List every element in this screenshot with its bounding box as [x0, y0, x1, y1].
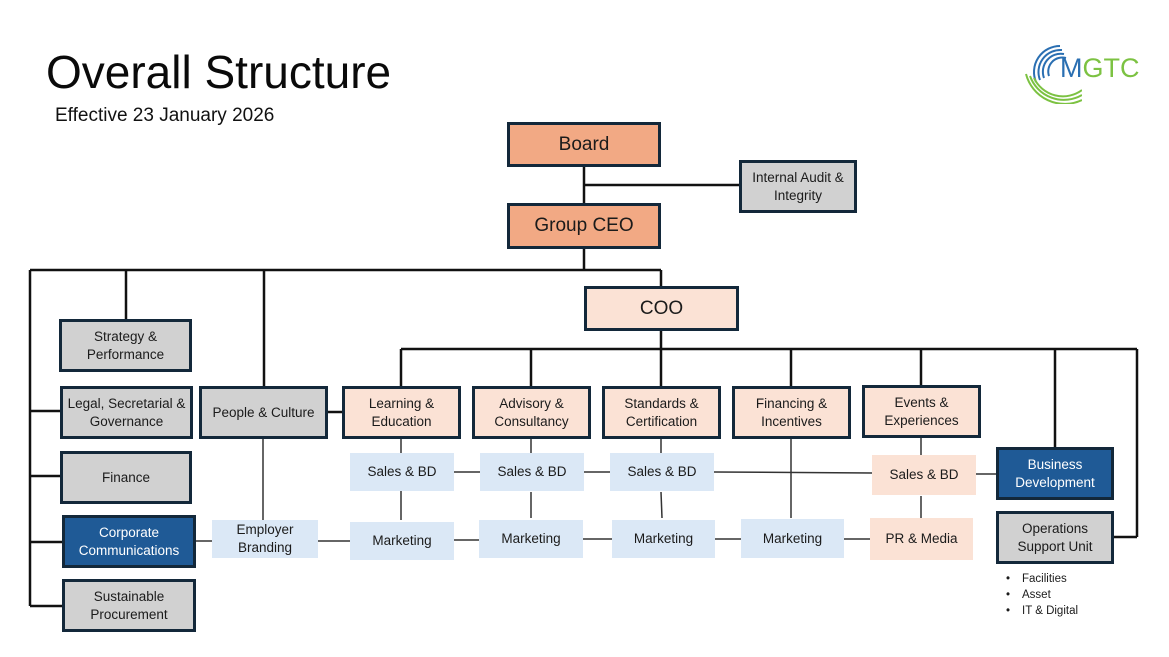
division-label: Advisory & Consultancy: [494, 395, 569, 429]
arcs-logo-icon: [1025, 45, 1083, 105]
mgtc-logo: MGTC: [1022, 38, 1148, 105]
corporate-communications-label: Corporate Communications: [78, 524, 180, 558]
connector: [713, 471, 873, 474]
business-development-box[interactable]: Business Development: [996, 447, 1114, 500]
division-standards-certification[interactable]: Standards & Certification: [602, 386, 721, 439]
sales-bd-standards[interactable]: Sales & BD: [610, 453, 714, 491]
legal-secretarial-governance-box[interactable]: Legal, Secretarial & Governance: [60, 386, 193, 439]
division-label: Financing & Incentives: [755, 395, 828, 429]
page-title: Overall Structure: [46, 46, 392, 98]
operations-support-unit-box[interactable]: Operations Support Unit: [996, 511, 1114, 564]
employer-branding-label: Employer Branding: [236, 522, 294, 555]
division-advisory-consultancy[interactable]: Advisory & Consultancy: [472, 386, 591, 439]
strategy-performance-box[interactable]: Strategy & Performance: [59, 319, 192, 372]
sales-bd-label: Sales & BD: [889, 467, 959, 482]
marketing-learning[interactable]: Marketing: [350, 522, 454, 560]
employer-branding-box[interactable]: Employer Branding: [212, 520, 318, 558]
division-label: Standards & Certification: [624, 395, 699, 429]
business-development-label: Business Development: [1015, 456, 1095, 490]
marketing-standards[interactable]: Marketing: [612, 520, 715, 558]
sales-bd-label: Sales & BD: [497, 464, 567, 479]
people-culture-box[interactable]: People & Culture: [199, 386, 328, 439]
list-item: Facilities: [1006, 571, 1078, 587]
list-item: IT & Digital: [1006, 603, 1078, 619]
sustainable-procurement-box[interactable]: Sustainable Procurement: [62, 579, 196, 632]
strategy-performance-label: Strategy & Performance: [86, 328, 165, 362]
division-label: Learning & Education: [368, 395, 435, 429]
finance-label: Finance: [101, 469, 151, 485]
operations-support-list: Facilities Asset IT & Digital: [1006, 571, 1078, 619]
sales-bd-label: Sales & BD: [627, 464, 697, 479]
internal-audit-box[interactable]: Internal Audit & Integrity: [739, 160, 857, 213]
list-item: Asset: [1006, 587, 1078, 603]
board-box[interactable]: Board: [507, 122, 661, 167]
corporate-communications-box[interactable]: Corporate Communications: [62, 515, 196, 568]
coo-box[interactable]: COO: [584, 286, 739, 331]
marketing-label: Marketing: [762, 530, 823, 546]
connector: [660, 491, 663, 519]
marketing-financing[interactable]: Marketing: [741, 519, 844, 558]
internal-audit-label: Internal Audit & Integrity: [752, 169, 844, 203]
coo-label: COO: [639, 297, 684, 319]
pr-media-label: PR & Media: [885, 531, 958, 546]
legal-label: Legal, Secretarial & Governance: [67, 395, 186, 429]
people-culture-label: People & Culture: [212, 404, 315, 420]
division-events-experiences[interactable]: Events & Experiences: [862, 385, 981, 438]
logo-wordmark: MGTC: [1060, 53, 1140, 83]
marketing-label: Marketing: [501, 531, 561, 546]
division-label: Events & Experiences: [884, 394, 959, 428]
division-financing-incentives[interactable]: Financing & Incentives: [732, 386, 851, 439]
sales-bd-events[interactable]: Sales & BD: [872, 455, 976, 495]
division-learning-education[interactable]: Learning & Education: [342, 386, 461, 439]
sales-bd-label: Sales & BD: [367, 464, 437, 479]
marketing-label: Marketing: [633, 531, 694, 546]
marketing-label: Marketing: [372, 533, 432, 548]
sustainable-procurement-label: Sustainable Procurement: [90, 588, 168, 622]
pr-media-box[interactable]: PR & Media: [870, 518, 973, 560]
marketing-advisory[interactable]: Marketing: [479, 520, 583, 558]
group-ceo-label: Group CEO: [534, 215, 634, 236]
group-ceo-box[interactable]: Group CEO: [507, 203, 661, 249]
sales-bd-learning[interactable]: Sales & BD: [350, 453, 454, 491]
effective-date: Effective 23 January 2026: [55, 105, 275, 126]
sales-bd-advisory[interactable]: Sales & BD: [480, 453, 584, 491]
operations-support-label: Operations Support Unit: [1017, 520, 1093, 554]
board-label: Board: [558, 133, 610, 155]
finance-box[interactable]: Finance: [60, 451, 192, 504]
